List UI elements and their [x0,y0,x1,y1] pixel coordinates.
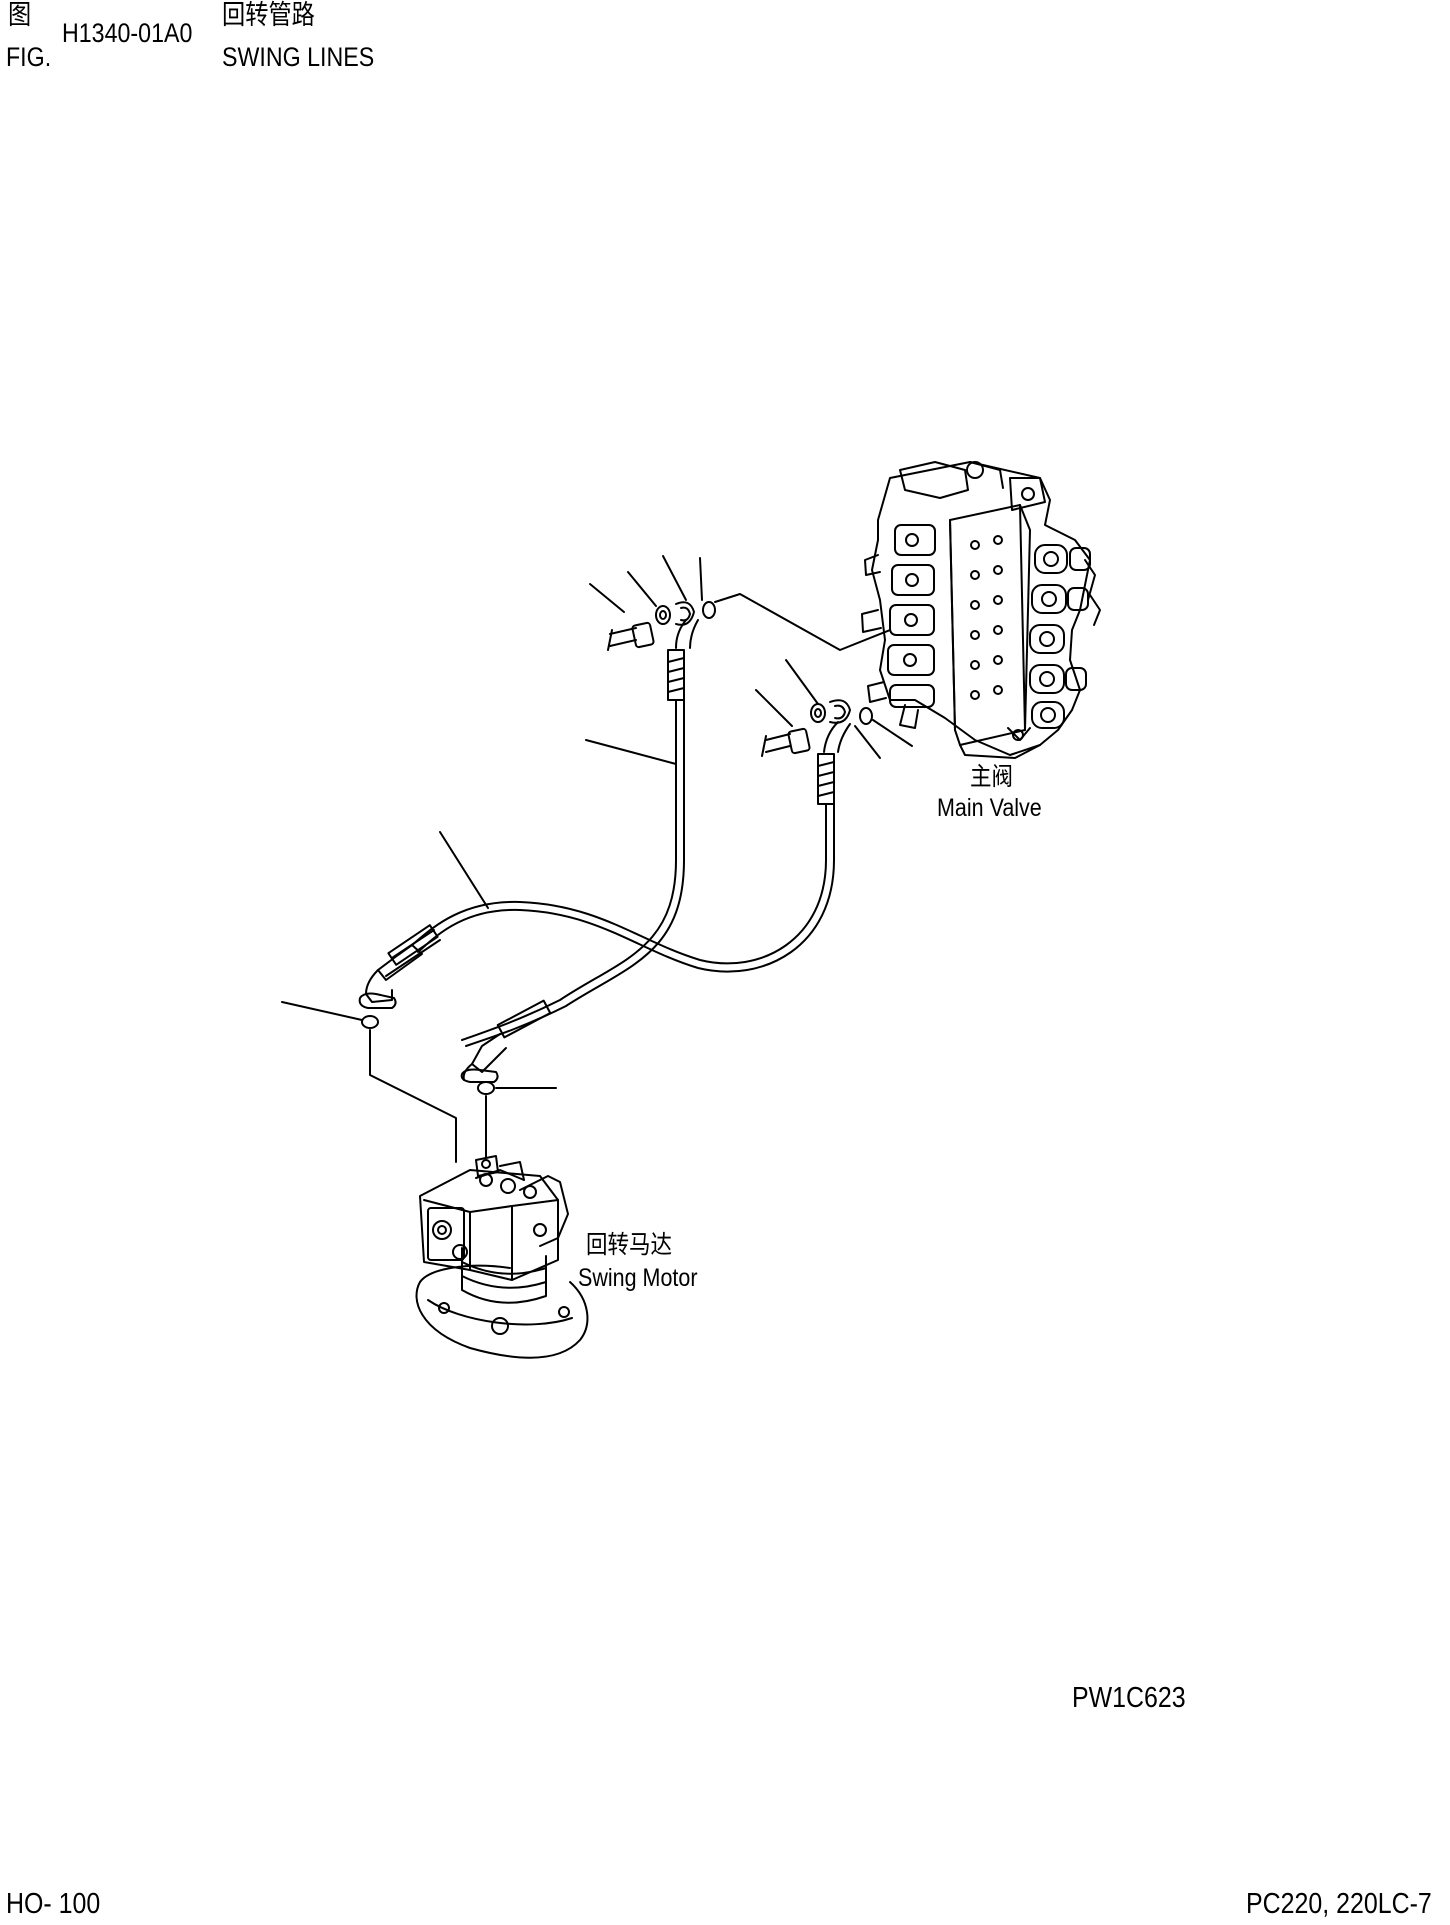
fig-number: H1340-01A0 [62,18,193,48]
fig-label-cn: 图 [8,0,32,31]
swing-motor-label-cn: 回转马达 [586,1230,673,1259]
left-hose-end [360,925,440,1028]
machine-model: PC220, 220LC-7 [1246,1888,1432,1920]
main-valve-label-cn: 主阀 [970,762,1014,791]
main-valve-drawing [862,462,1100,758]
title-cn: 回转管路 [222,0,315,31]
title-en: SWING LINES [222,42,375,72]
drawing-code: PW1C623 [1072,1682,1186,1714]
hoses [412,700,834,1046]
fig-label-en: FIG. [6,42,52,72]
swing-motor-label-en: Swing Motor [578,1264,698,1292]
upper-fitting-assembly [590,556,890,700]
swing-motor-drawing [417,1156,588,1358]
lower-fitting-assembly [756,660,912,804]
right-hose-end [462,1001,556,1094]
main-valve-label-en: Main Valve [937,794,1042,822]
page-number: HO- 100 [6,1888,101,1920]
